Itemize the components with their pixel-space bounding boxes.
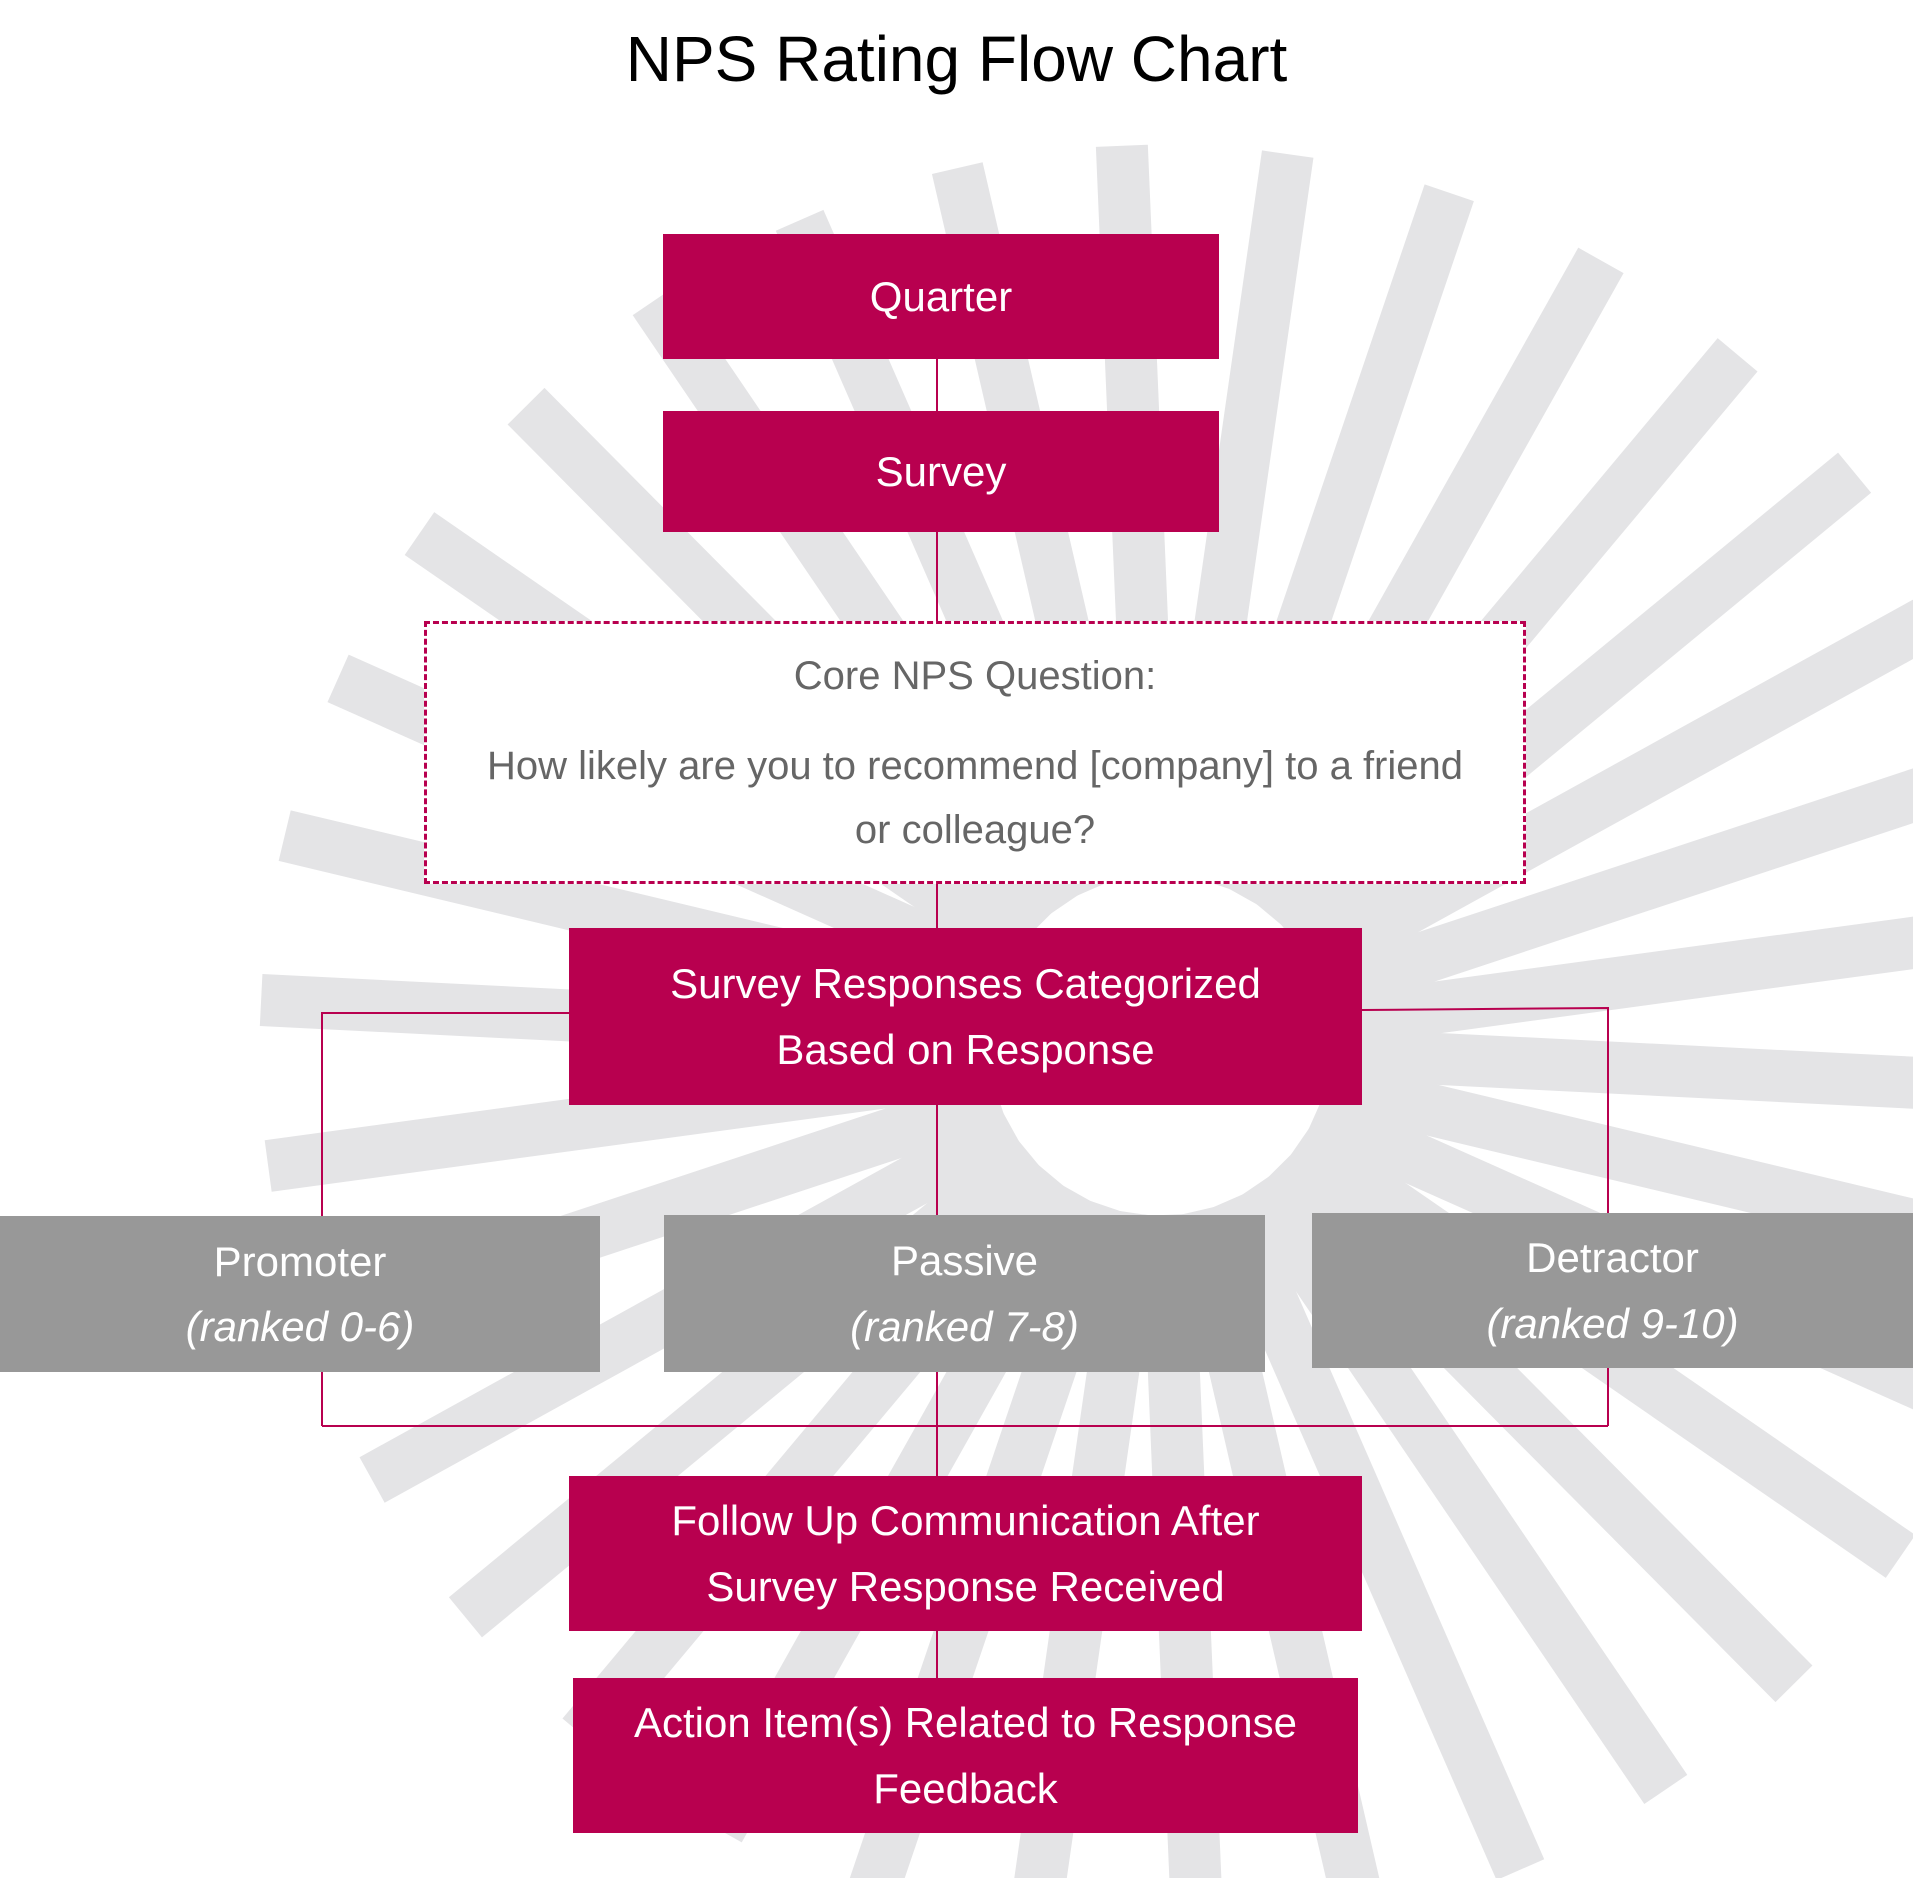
promoter-box: Promoter (ranked 0-6): [0, 1216, 600, 1372]
passive-box: Passive (ranked 7-8): [664, 1215, 1265, 1372]
core-question-box: Core NPS Question: How likely are you to…: [424, 621, 1526, 884]
follow-up-line2: Survey Response Received: [706, 1562, 1225, 1610]
follow-up-line1: Follow Up Communication After: [671, 1497, 1260, 1545]
promoter-label: Promoter: [213, 1237, 387, 1285]
background-ray: [1328, 1027, 1913, 1109]
question-heading: Core NPS Question:: [793, 653, 1157, 698]
action-items-line1: Action Item(s) Related to Response: [634, 1699, 1297, 1747]
edge-categorized-promoter: [321, 1012, 569, 1216]
background-ray: [1296, 599, 1913, 986]
background-ray: [1313, 768, 1913, 1017]
passive-label: Passive: [890, 1237, 1039, 1285]
background-ray: [1319, 1059, 1913, 1252]
survey-label: Survey: [875, 447, 1007, 495]
promoter-range: (ranked 0-6): [185, 1303, 415, 1350]
categorized-line1: Survey Responses Categorized: [670, 960, 1261, 1008]
detractor-range: (ranked 9-10): [1486, 1299, 1739, 1347]
quarter-box: Quarter: [663, 234, 1219, 359]
edge-categorized-detractor: [1361, 1006, 1609, 1213]
background-ray: [1324, 916, 1913, 1048]
survey-box: Survey: [663, 411, 1219, 532]
question-text: How likely are you to recommend [company…: [487, 743, 1463, 852]
follow-up-box: Follow Up Communication After Survey Res…: [569, 1476, 1362, 1631]
categorized-line2: Based on Response: [776, 1025, 1155, 1073]
action-items-line2: Feedback: [873, 1764, 1058, 1812]
background-ray: [1204, 1190, 1545, 1878]
page-title: NPS Rating Flow Chart: [625, 23, 1288, 95]
detractor-label: Detractor: [1526, 1234, 1699, 1282]
detractor-box: Detractor (ranked 9-10): [1312, 1213, 1913, 1368]
action-items-box: Action Item(s) Related to Response Feedb…: [573, 1678, 1358, 1833]
passive-range: (ranked 7-8): [850, 1302, 1079, 1350]
quarter-label: Quarter: [869, 272, 1013, 320]
categorized-box: Survey Responses Categorized Based on Re…: [569, 928, 1362, 1105]
